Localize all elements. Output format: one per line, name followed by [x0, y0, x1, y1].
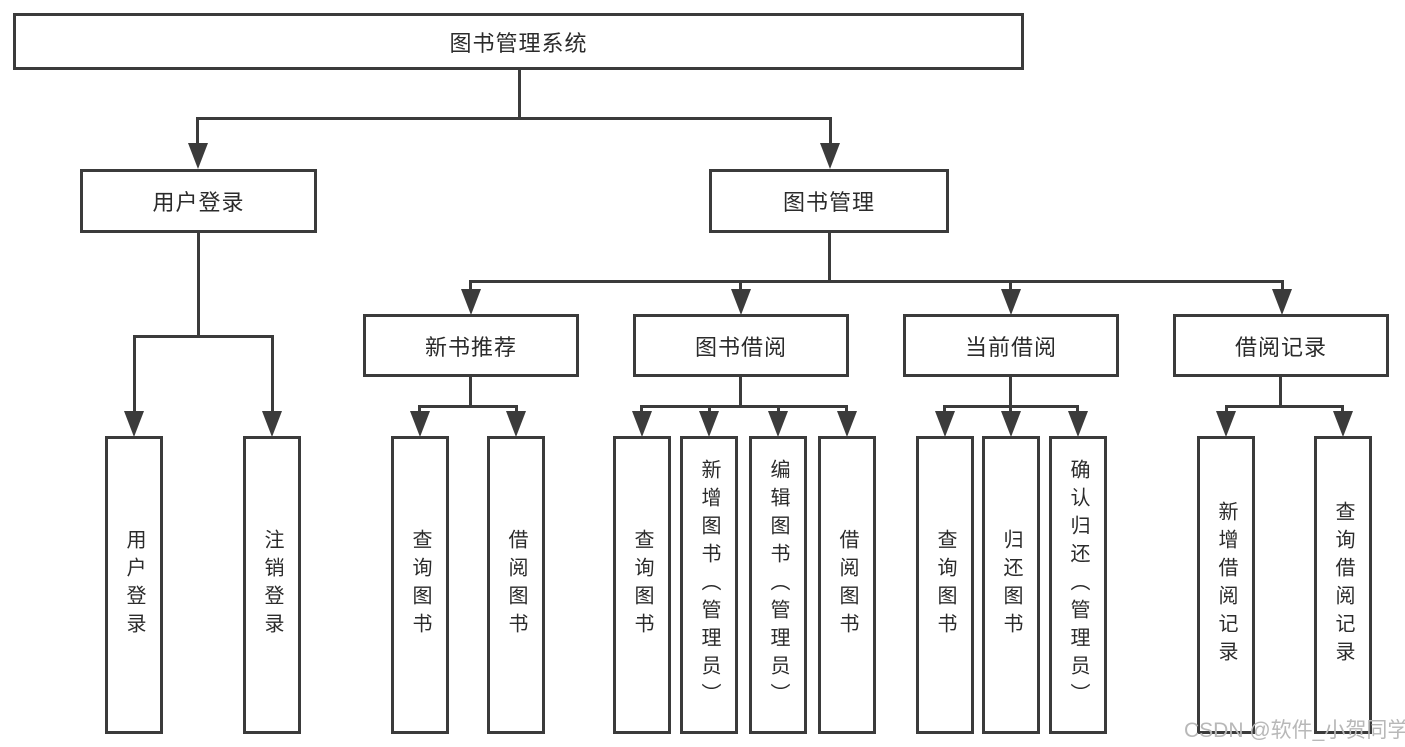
node-current-borrow-label: 当前借阅: [964, 334, 1057, 360]
connector-vline: [271, 335, 274, 413]
arrow-down-icon: [1001, 289, 1021, 315]
connector-hline: [1225, 405, 1344, 408]
connector-vline: [1076, 405, 1079, 414]
arrow-down-icon: [1333, 411, 1353, 437]
node-borrow-records-label: 借阅记录: [1234, 334, 1327, 360]
connector-vline: [1279, 377, 1282, 407]
connector-vline: [1009, 405, 1012, 414]
arrow-down-icon: [262, 411, 282, 437]
connector-vline: [196, 117, 199, 147]
leaf-logout-login: 注销登录: [243, 436, 301, 734]
node-user-login-label: 用户登录: [152, 190, 245, 215]
leaf-user-login-label: 用户登录: [123, 529, 145, 641]
connector-vline: [418, 405, 421, 414]
arrow-down-icon: [410, 411, 430, 437]
arrow-down-icon: [1272, 289, 1292, 315]
connector-vline: [1281, 280, 1284, 292]
connector-hline: [418, 405, 518, 408]
node-root-label: 图书管理系统: [449, 30, 588, 56]
node-borrow-records: 借阅记录: [1173, 314, 1389, 377]
connector-hline: [469, 280, 1284, 283]
connector-vline: [1225, 405, 1228, 414]
node-user-login: 用户登录: [80, 169, 317, 233]
arrow-down-icon: [1001, 411, 1021, 437]
connector-vline: [469, 377, 472, 407]
leaf-query-books-recommend-label: 查询图书: [409, 529, 431, 641]
node-current-borrow: 当前借阅: [903, 314, 1119, 377]
leaf-query-books-current: 查询图书: [916, 436, 974, 734]
arrow-down-icon: [1068, 411, 1088, 437]
arrow-down-icon: [124, 411, 144, 437]
leaf-user-login: 用户登录: [105, 436, 163, 734]
leaf-edit-book-admin: 编辑图书（管理员）: [749, 436, 807, 734]
connector-vline: [943, 405, 946, 414]
connector-hline: [133, 335, 274, 338]
watermark: CSDN @软件_小贺同学: [1184, 719, 1405, 742]
leaf-add-book-admin: 新增图书（管理员）: [680, 436, 738, 734]
connector-vline: [518, 70, 521, 119]
leaf-query-borrow-record: 查询借阅记录: [1314, 436, 1372, 734]
connector-vline: [777, 405, 780, 414]
leaf-add-borrow-record-label: 新增借阅记录: [1215, 501, 1237, 669]
node-new-book-recommend-label: 新书推荐: [424, 334, 517, 360]
arrow-down-icon: [461, 289, 481, 315]
arrow-down-icon: [699, 411, 719, 437]
arrow-down-icon: [1216, 411, 1236, 437]
connector-vline: [1341, 405, 1344, 414]
leaf-confirm-return-admin: 确认归还（管理员）: [1049, 436, 1107, 734]
arrow-down-icon: [632, 411, 652, 437]
connector-vline: [515, 405, 518, 414]
node-book-borrow-label: 图书借阅: [694, 334, 787, 360]
node-new-book-recommend: 新书推荐: [363, 314, 579, 377]
node-book-management-label: 图书管理: [782, 190, 875, 215]
leaf-borrow-books-recommend: 借阅图书: [487, 436, 545, 734]
connector-vline: [829, 117, 832, 147]
connector-vline: [197, 233, 200, 337]
leaf-add-borrow-record: 新增借阅记录: [1197, 436, 1255, 734]
leaf-query-books-borrow-label: 查询图书: [631, 529, 653, 641]
arrow-down-icon: [935, 411, 955, 437]
leaf-query-books-current-label: 查询图书: [934, 529, 956, 641]
arrow-down-icon: [768, 411, 788, 437]
leaf-query-borrow-record-label: 查询借阅记录: [1332, 501, 1354, 669]
connector-hline: [196, 117, 832, 120]
connector-vline: [1009, 280, 1012, 292]
arrow-down-icon: [731, 289, 751, 315]
node-book-management: 图书管理: [709, 169, 949, 233]
connector-hline: [640, 405, 848, 408]
connector-vline: [845, 405, 848, 414]
connector-vline: [133, 335, 136, 413]
connector-vline: [640, 405, 643, 414]
leaf-query-books-recommend: 查询图书: [391, 436, 449, 734]
connector-vline: [469, 280, 472, 292]
connector-vline: [828, 233, 831, 282]
leaf-add-book-admin-label: 新增图书（管理员）: [698, 459, 720, 711]
leaf-logout-login-label: 注销登录: [261, 529, 283, 641]
leaf-borrow-books-module-label: 借阅图书: [836, 529, 858, 641]
node-book-borrow: 图书借阅: [633, 314, 849, 377]
leaf-confirm-return-admin-label: 确认归还（管理员）: [1067, 459, 1089, 711]
arrow-down-icon: [506, 411, 526, 437]
connector-vline: [739, 280, 742, 292]
leaf-edit-book-admin-label: 编辑图书（管理员）: [767, 459, 789, 711]
connector-vline: [739, 377, 742, 407]
connector-vline: [1009, 377, 1012, 407]
arrow-down-icon: [837, 411, 857, 437]
leaf-return-book: 归还图书: [982, 436, 1040, 734]
leaf-query-books-borrow: 查询图书: [613, 436, 671, 734]
arrow-down-icon: [188, 143, 208, 169]
leaf-return-book-label: 归还图书: [1000, 529, 1022, 641]
leaf-borrow-books-module: 借阅图书: [818, 436, 876, 734]
leaf-borrow-books-recommend-label: 借阅图书: [505, 529, 527, 641]
connector-vline: [708, 405, 711, 414]
arrow-down-icon: [820, 143, 840, 169]
node-root: 图书管理系统: [13, 13, 1024, 70]
